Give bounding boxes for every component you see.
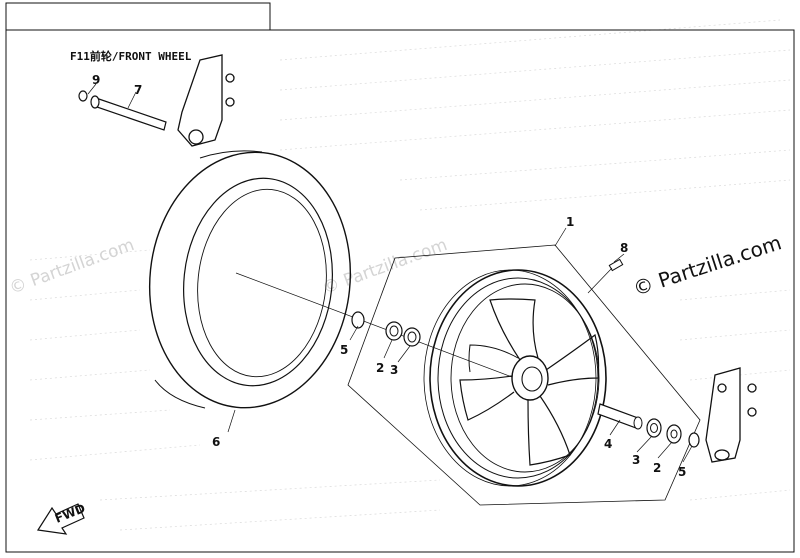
right-fork-leg <box>705 367 757 463</box>
fwd-arrow: FWD <box>36 501 87 535</box>
assembly-outline <box>347 244 701 506</box>
axle-centerline <box>235 272 521 381</box>
callout-labels: 1 2 2 3 3 4 5 5 6 7 8 9 <box>92 73 686 479</box>
callout-5-right: 5 <box>678 465 686 479</box>
callout-5-left: 5 <box>340 343 348 357</box>
background-hatching <box>29 19 791 531</box>
left-bearing-set <box>351 311 421 347</box>
watermark-right: © Partzilla.com <box>630 230 784 301</box>
callout-4: 4 <box>604 437 612 451</box>
watermark-center: © Partzilla.com <box>320 235 450 299</box>
callout-2-right: 2 <box>653 461 661 475</box>
callout-3-right: 3 <box>632 453 640 467</box>
wheel-rim <box>423 269 607 487</box>
callout-8: 8 <box>620 241 628 255</box>
valve <box>587 258 624 294</box>
callout-1: 1 <box>566 215 574 229</box>
leader-lines <box>87 83 693 463</box>
axle-bolt <box>78 90 167 131</box>
watermark-left: © Partzilla.com <box>7 235 137 299</box>
callout-6: 6 <box>212 435 220 449</box>
callout-9: 9 <box>92 73 100 87</box>
diagram-frame <box>5 29 795 553</box>
header-box <box>5 2 271 31</box>
tire <box>148 150 352 409</box>
diagram-title: F11前轮/FRONT WHEEL <box>70 49 192 63</box>
right-bearing-set <box>597 403 700 448</box>
callout-7: 7 <box>134 83 142 97</box>
callout-2-left: 2 <box>376 361 384 375</box>
callout-3-left: 3 <box>390 363 398 377</box>
left-fork-leg <box>177 54 235 147</box>
